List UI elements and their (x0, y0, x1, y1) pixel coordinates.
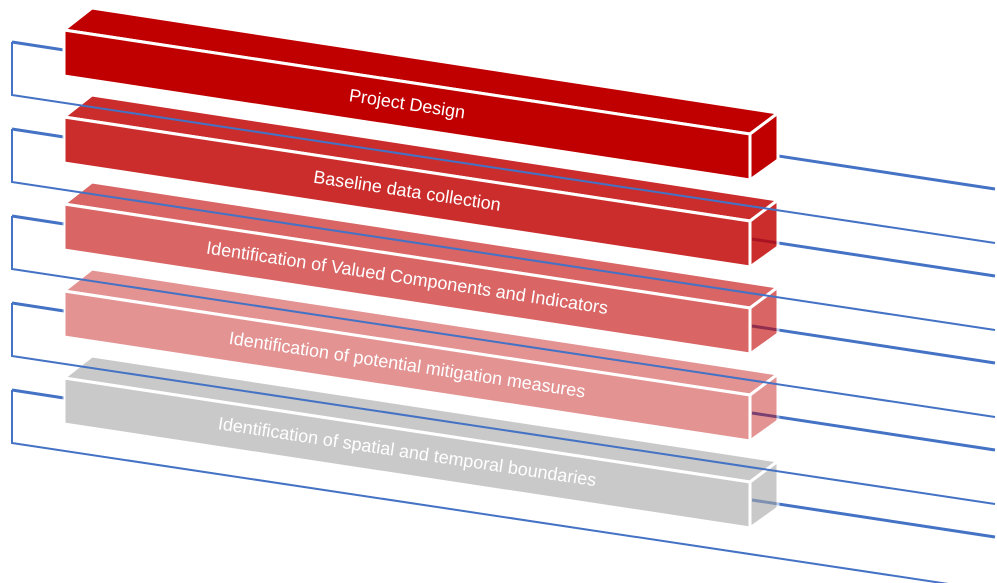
frame-edge-right-identification-boundaries (751, 498, 996, 539)
frame-outline-project-design (11, 42, 996, 244)
frame-edge-left-baseline-data-collection (11, 127, 65, 139)
frame-edge-right-project-design (751, 150, 996, 191)
frame-outline-identification-valued-components (11, 216, 996, 418)
bar-front-face-identification-valued-components (62, 202, 752, 356)
frame-edge-right-identification-mitigation-measures (751, 411, 996, 452)
frame-outline-identification-boundaries (11, 390, 949, 583)
frame-edge-left-identification-mitigation-measures (11, 301, 65, 313)
frame-edge-left-project-design (11, 40, 65, 52)
bar-front-face-identification-boundaries (62, 376, 752, 530)
layer-identification-valued-components: Identification of Valued Components and … (11, 180, 996, 418)
frame-edge-right-baseline-data-collection (751, 237, 996, 278)
frame-outline-baseline-data-collection (11, 129, 996, 331)
frame-outline-identification-mitigation-measures (11, 303, 996, 505)
layer-identification-boundaries: Identification of spatial and temporal b… (11, 354, 996, 583)
frame-edge-left-identification-boundaries (11, 388, 65, 400)
layer-baseline-data-collection: Baseline data collection (11, 93, 996, 331)
bar-project-design (62, 6, 780, 182)
bar-baseline-data-collection (62, 93, 780, 269)
frame-edge-left-identification-valued-components (11, 214, 65, 226)
bar-front-face-baseline-data-collection (62, 115, 752, 269)
bar-identification-mitigation-measures (62, 267, 780, 443)
bar-side-face-identification-mitigation-measures (748, 372, 780, 443)
frame-edge-right-identification-valued-components (751, 324, 996, 365)
bar-identification-boundaries (62, 354, 780, 530)
layer-project-design: Project Design (11, 6, 996, 244)
bar-front-face-identification-mitigation-measures (62, 289, 752, 443)
bar-front-face-project-design (62, 28, 752, 182)
bar-top-face-identification-mitigation-measures (62, 267, 780, 397)
bar-identification-valued-components (62, 180, 780, 356)
